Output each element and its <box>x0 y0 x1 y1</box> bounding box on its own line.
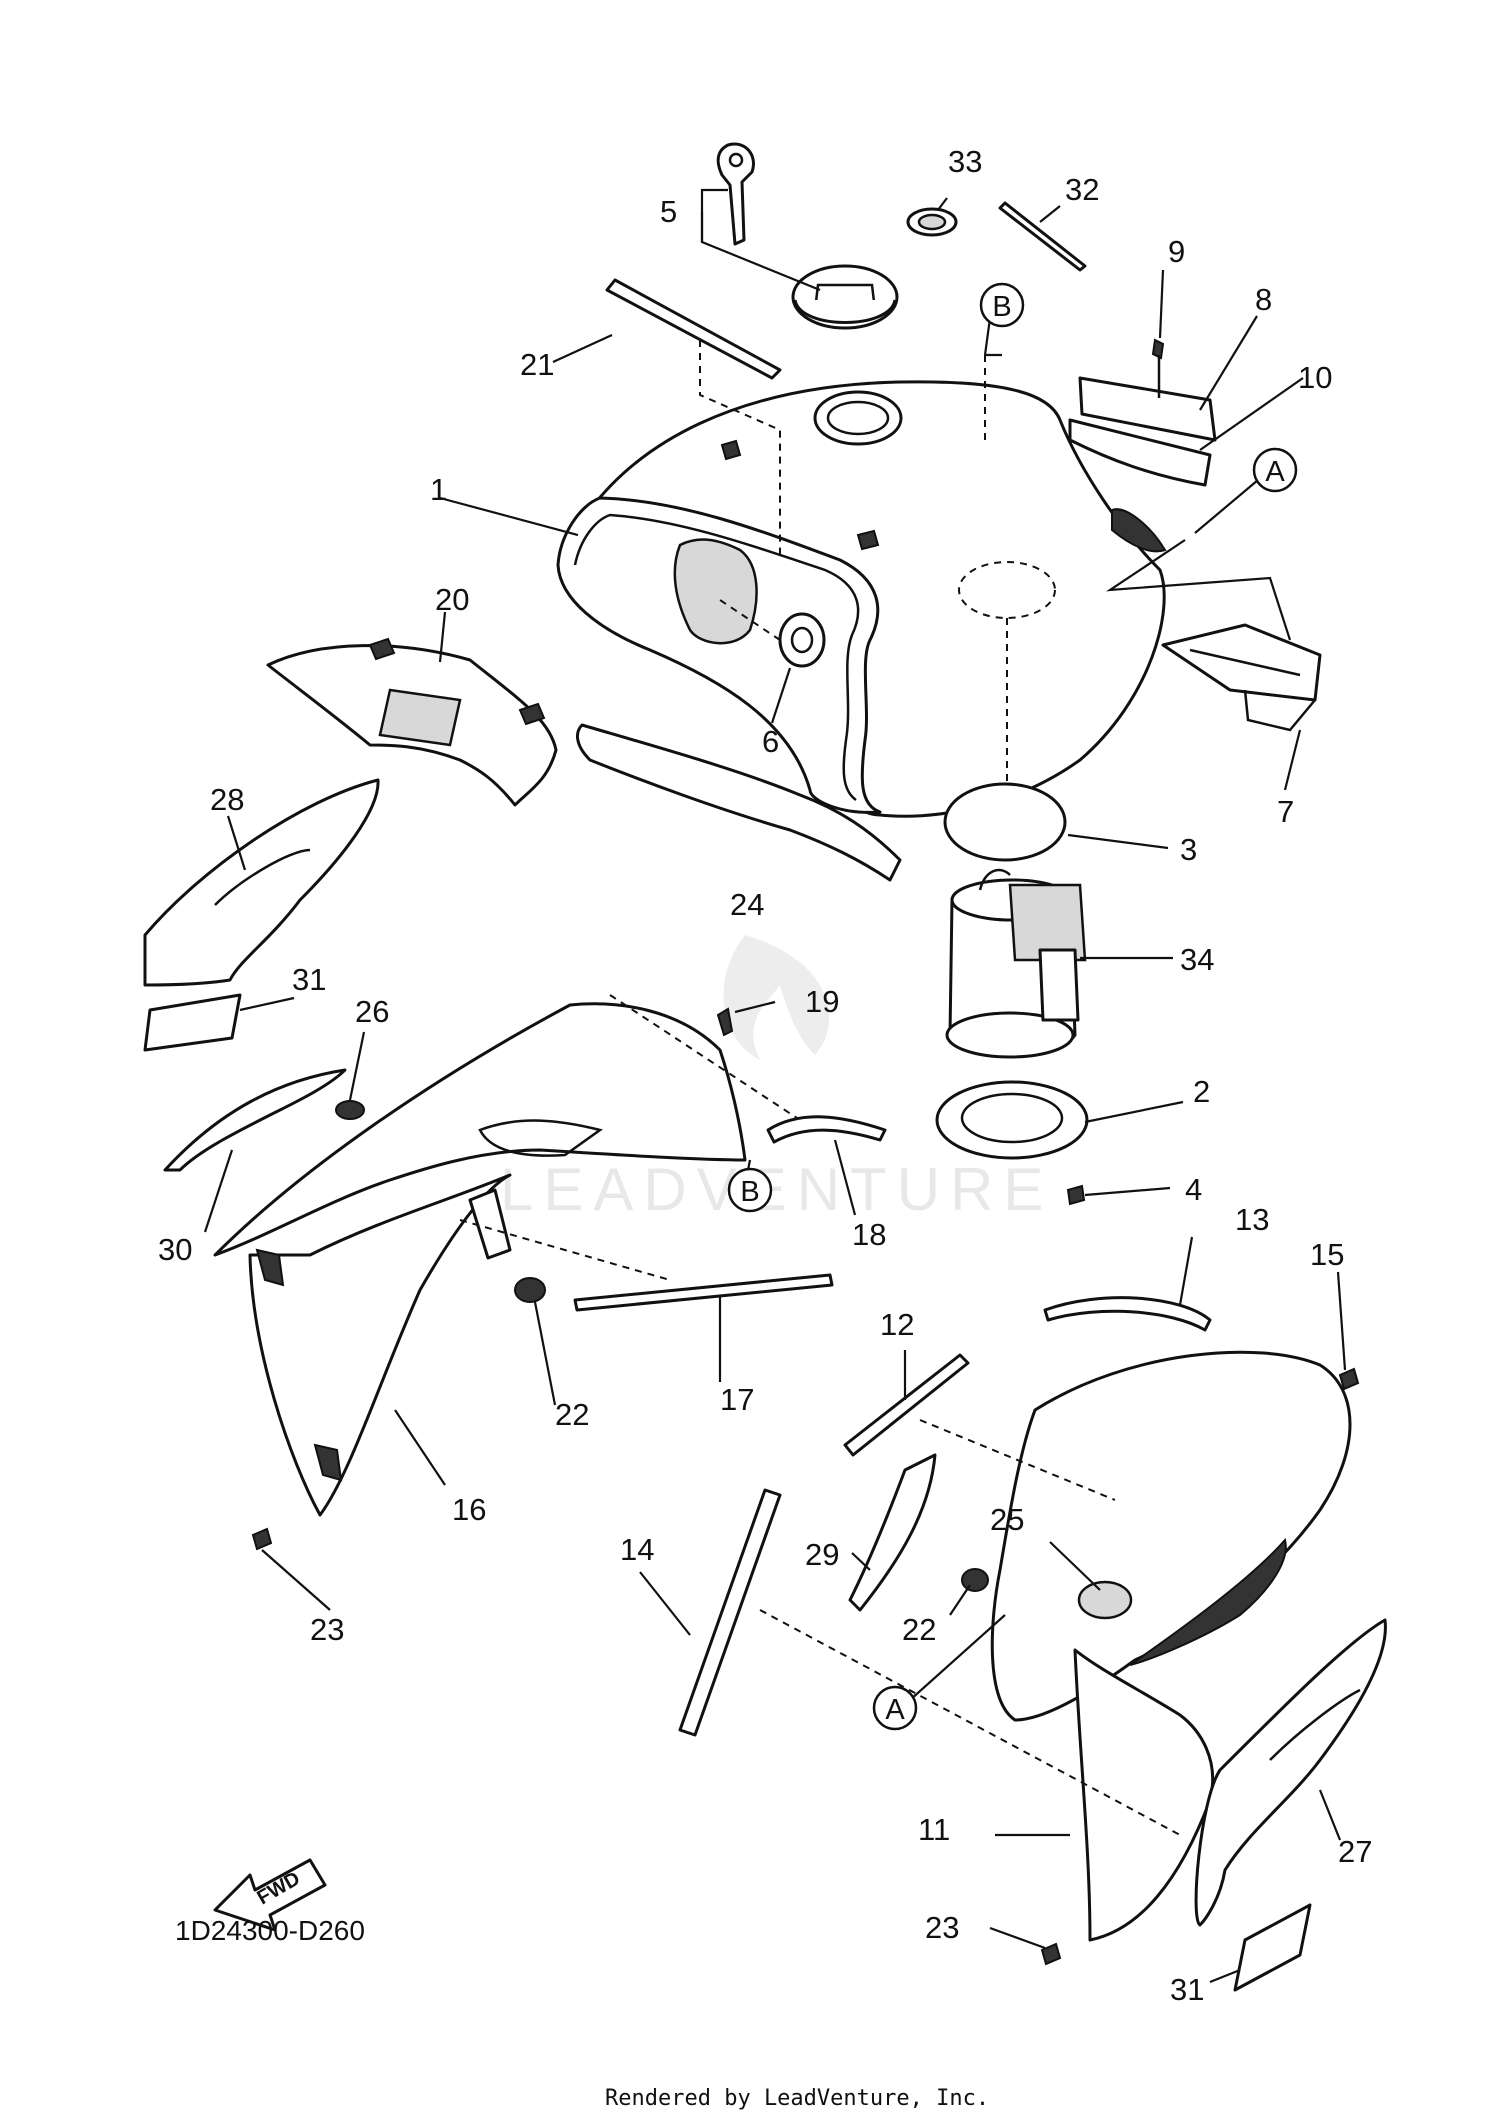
callout-22-left: 22 <box>555 1397 589 1432</box>
grommet-part-6 <box>719 599 826 668</box>
callout-34: 34 <box>1180 942 1214 977</box>
callout-13: 13 <box>1235 1202 1269 1237</box>
callout-1: 1 <box>430 472 447 507</box>
callout-28: 28 <box>210 782 244 817</box>
callout-23-left: 23 <box>310 1612 344 1647</box>
cover-part-20 <box>266 637 558 807</box>
grommet-part-22-left <box>468 1188 546 1303</box>
dashed-guide-17 <box>459 1219 671 1281</box>
emblem-part-33 <box>906 207 958 237</box>
dashed-guide-21 <box>699 340 781 560</box>
leader-lines <box>203 188 1347 1984</box>
callout-9: 9 <box>1168 234 1185 269</box>
callout-32: 32 <box>1065 172 1099 207</box>
decal-part-31-bottom <box>1233 1903 1312 1992</box>
decal-part-27-inner <box>1269 1688 1361 1761</box>
decal-part-29 <box>848 1453 937 1612</box>
callout-30: 30 <box>158 1232 192 1267</box>
strip-part-32 <box>998 201 1087 272</box>
callout-3: 3 <box>1180 832 1197 867</box>
callout-20: 20 <box>435 582 469 617</box>
emblem-part-26 <box>335 1100 365 1120</box>
decal-part-28 <box>143 778 380 987</box>
callout-4: 4 <box>1185 1172 1202 1207</box>
svg-text:B: B <box>992 291 1011 323</box>
strip-part-13 <box>1043 1296 1212 1332</box>
callout-19: 19 <box>805 984 839 1019</box>
callout-33: 33 <box>948 144 982 179</box>
callout-23-right: 23 <box>925 1910 959 1945</box>
callout-26: 26 <box>355 994 389 1029</box>
svg-text:A: A <box>885 1694 905 1726</box>
strip-part-17 <box>573 1273 834 1312</box>
bracket-part-8 <box>1078 338 1217 442</box>
callout-8: 8 <box>1255 282 1272 317</box>
side-cover-part-11 <box>759 1350 1352 1942</box>
gasket-part-3 <box>943 782 1067 862</box>
damper-part-10 <box>1068 418 1212 487</box>
ring-part-2 <box>935 1080 1089 1160</box>
callout-15: 15 <box>1310 1237 1344 1272</box>
callout-6: 6 <box>762 724 779 759</box>
decal-part-31-top <box>143 993 242 1052</box>
strip-part-14 <box>678 1488 782 1737</box>
strip-part-12 <box>843 1353 970 1457</box>
callout-14: 14 <box>620 1532 654 1567</box>
leadventure-watermark: LEADVENTURE <box>500 935 1053 1223</box>
side-cover-part-16 <box>213 1002 747 1517</box>
svg-text:B: B <box>740 1176 759 1208</box>
svg-text:A: A <box>1265 456 1285 488</box>
callout-21: 21 <box>520 347 554 382</box>
callout-25: 25 <box>990 1502 1024 1537</box>
callout-18: 18 <box>852 1217 886 1252</box>
bolt-part-9 <box>1151 338 1165 360</box>
ref-marker-a-top: A <box>1252 447 1298 493</box>
fuel-tank <box>556 355 1167 822</box>
callout-24: 24 <box>730 887 764 922</box>
callout-5: 5 <box>660 194 677 229</box>
callout-2: 2 <box>1193 1074 1210 1109</box>
document-code: 1D24300-D260 <box>175 1915 365 1946</box>
damper-part-7 <box>1161 623 1322 732</box>
callout-31-bottom: 31 <box>1170 1972 1204 2007</box>
callout-27: 27 <box>1338 1834 1372 1869</box>
callout-31-top: 31 <box>292 962 326 997</box>
grommet-part-22-right <box>961 1568 989 1592</box>
bolt-part-23-left <box>251 1527 273 1551</box>
watermark-text: LEADVENTURE <box>500 1156 1053 1223</box>
ref-marker-b-bottom: B <box>727 1167 773 1213</box>
callout-16: 16 <box>452 1492 486 1527</box>
key-and-fuel-cap-part-5 <box>716 142 899 330</box>
strip-part-18 <box>766 1115 887 1144</box>
decal-part-28-inner <box>214 848 311 906</box>
callout-22-right: 22 <box>902 1612 936 1647</box>
strip-part-21 <box>605 278 782 380</box>
callout-11: 11 <box>918 1812 950 1847</box>
cover-part-24 <box>576 723 902 882</box>
callout-10: 10 <box>1298 360 1332 395</box>
fuel-pump-part-34 <box>945 868 1087 1059</box>
callout-7: 7 <box>1277 794 1294 829</box>
callout-29: 29 <box>805 1537 839 1572</box>
footer-credit: Rendered by LeadVenture, Inc. <box>605 2086 989 2111</box>
callout-numbers: 1 2 3 4 5 6 7 8 9 10 11 12 13 14 15 16 1… <box>158 144 1372 2007</box>
bolt-part-4 <box>1066 1184 1086 1206</box>
callout-17: 17 <box>720 1382 754 1417</box>
bolt-part-23-right <box>1040 1942 1062 1966</box>
decal-part-30 <box>163 1068 347 1172</box>
emblem-part-25 <box>1077 1580 1133 1620</box>
callout-12: 12 <box>880 1307 914 1342</box>
ref-marker-b-top: B <box>979 282 1025 328</box>
screw-part-19 <box>716 1007 734 1037</box>
ref-marker-a-bottom: A <box>872 1685 918 1731</box>
bolt-part-15 <box>1338 1367 1360 1391</box>
decal-part-27 <box>1194 1618 1387 1927</box>
